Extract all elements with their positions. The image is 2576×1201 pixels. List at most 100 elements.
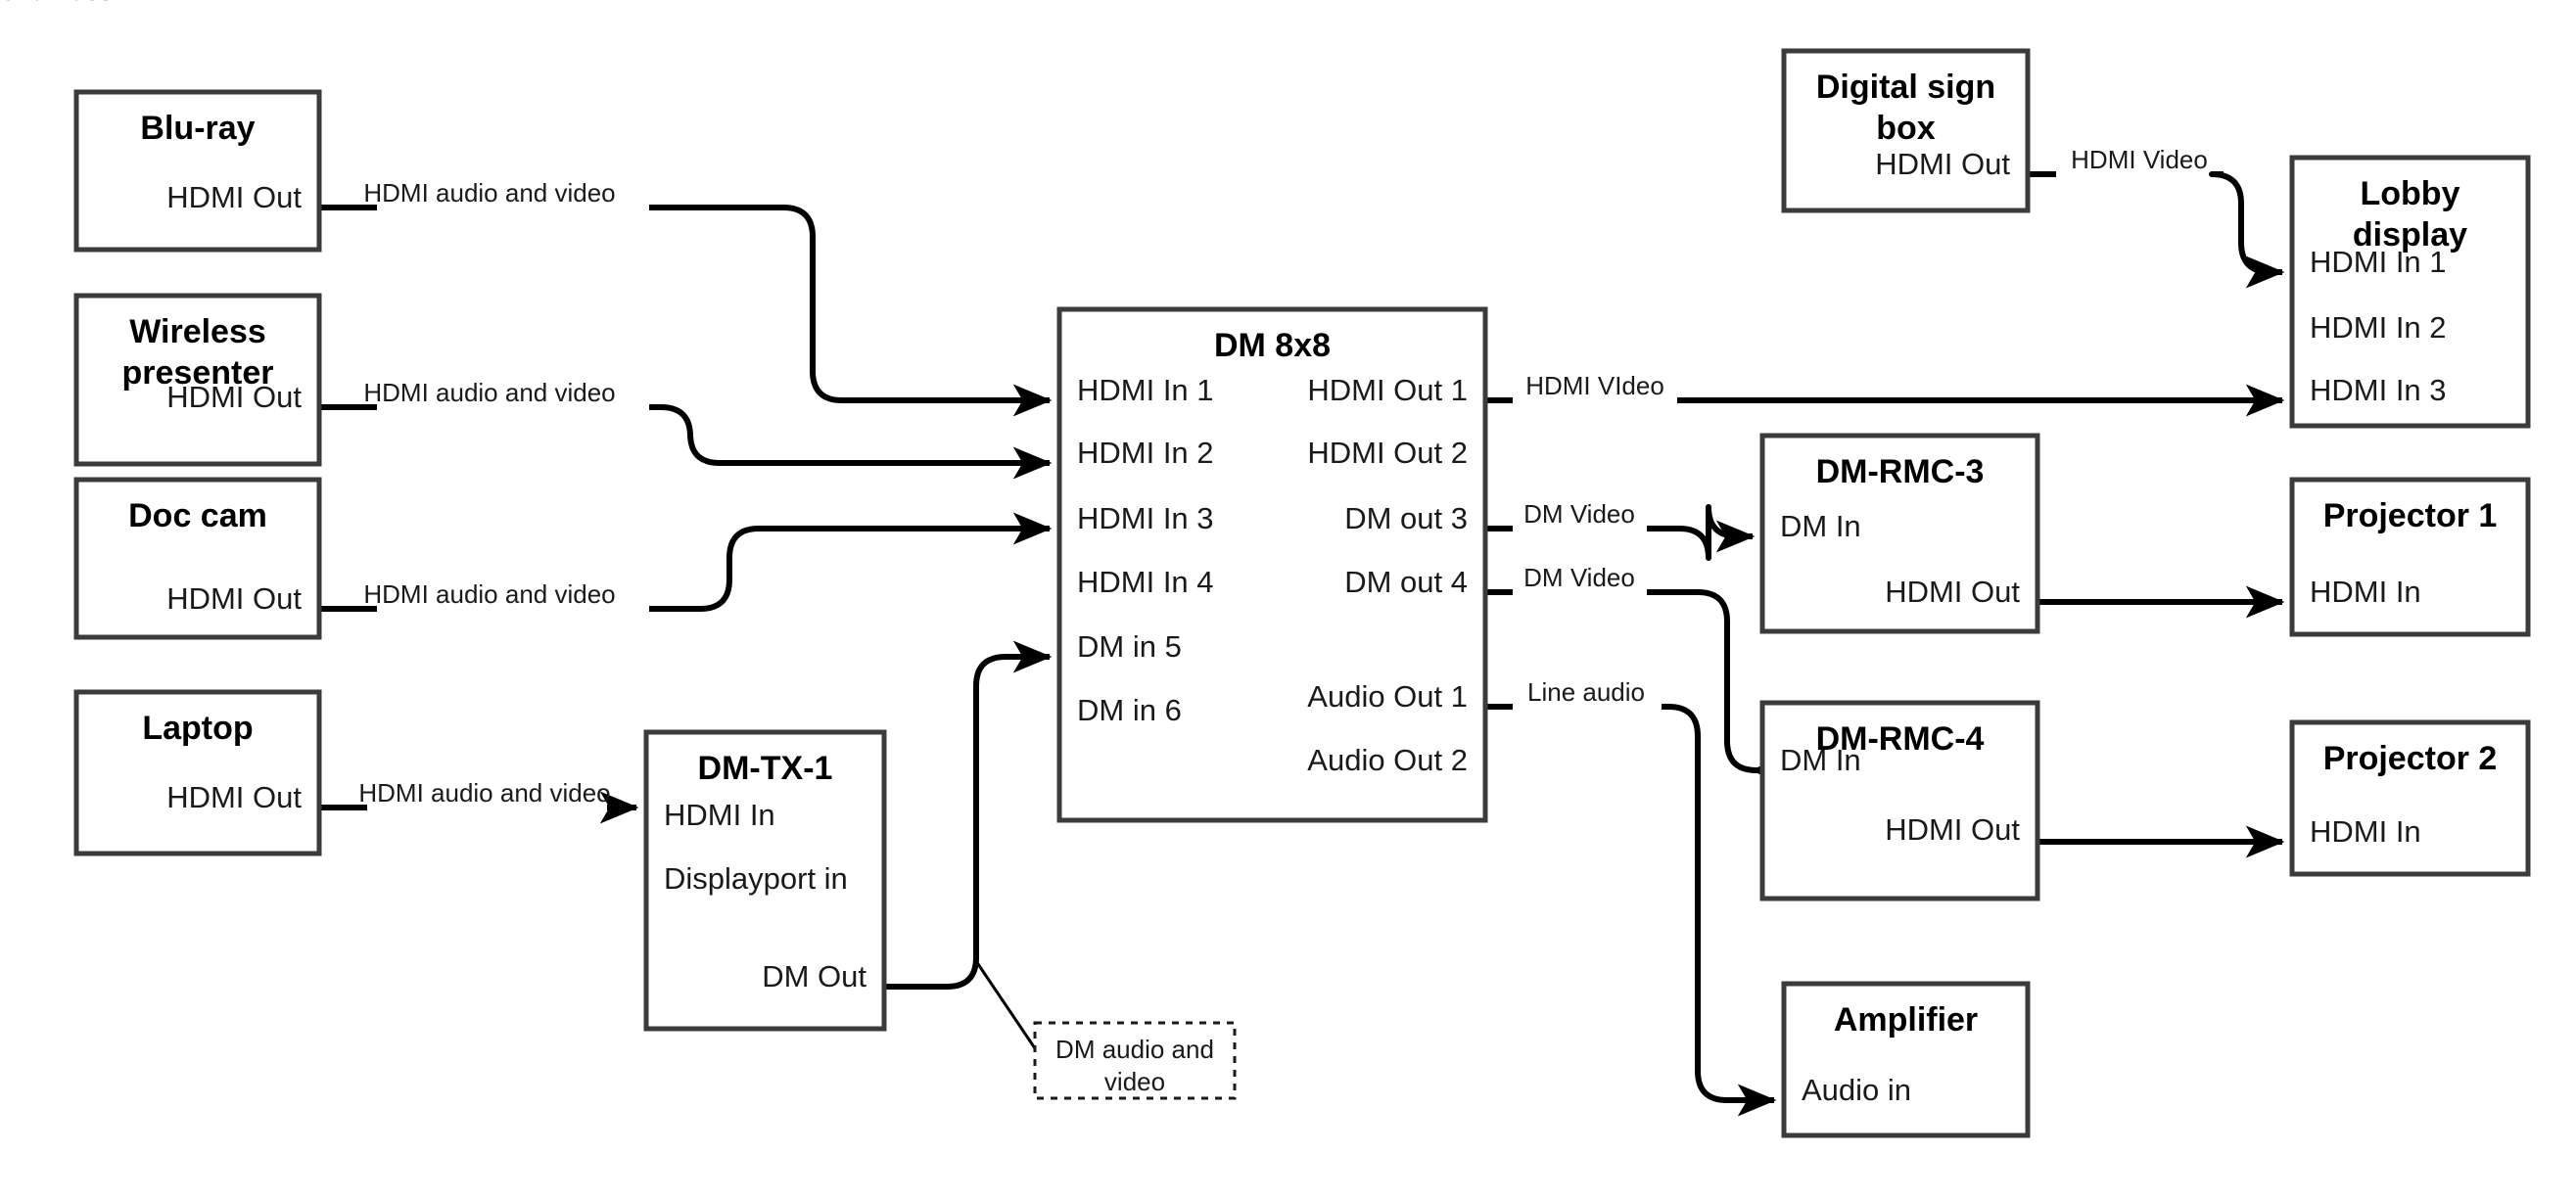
- port-label-dm-8x8-dm-in-5: DM in 5: [1077, 629, 1182, 664]
- device-projector-2[interactable]: Projector 2 HDMI In: [2289, 719, 2531, 877]
- port-label-dm-rmc-3-hdmi-out: HDMI Out: [1885, 575, 2020, 609]
- link-link-dm8x8-dmout3-to-dmrmc3: DM Video: [1485, 499, 1756, 561]
- link-line: [649, 205, 1053, 417]
- link-label: DM audio and video: [0, 0, 114, 6]
- link-link-doccam-to-dm8x8-hdmi-in-3: HDMI audio and video: [319, 512, 1053, 612]
- port-label-dm-tx-1-dm-out: DM Out: [762, 959, 866, 993]
- link-line: [1662, 704, 1777, 1117]
- port-label-dm-rmc-4-hdmi-out: HDMI Out: [1885, 812, 2020, 847]
- link-link-wireless-to-dm8x8-hdmi-in-2: HDMI audio and video: [319, 378, 1053, 480]
- callouts-layer: DM audio and video: [974, 960, 1237, 1100]
- port-label-dm-8x8-audio-out-1: Audio Out 1: [1307, 679, 1468, 714]
- port-label-projector-2-hdmi-in: HDMI In: [2310, 814, 2421, 849]
- link-link-dm8x8-dmout4-to-dmrmc4: DM Video: [1485, 563, 1790, 787]
- port-label-digital-sign-box-hdmi-out: HDMI Out: [1875, 147, 2010, 181]
- port-label-dm-8x8-dm-in-6: DM in 6: [1077, 693, 1182, 727]
- device-title: Amplifier: [1834, 1001, 1978, 1039]
- port-label-dm-8x8-audio-out-2: Audio Out 2: [1307, 743, 1468, 777]
- device-title: Blu-ray: [140, 110, 255, 147]
- device-box-outline: [1759, 700, 2040, 901]
- device-title: presenter: [122, 354, 274, 392]
- link-line: [884, 640, 1053, 990]
- device-box-outline: [73, 89, 322, 253]
- port-label-dm-8x8-hdmi-in-3: HDMI In 3: [1077, 501, 1214, 535]
- device-title: Laptop: [142, 710, 253, 747]
- port-label-dm-8x8-dm-out-3: DM out 3: [1344, 501, 1468, 535]
- link-label: HDMI audio and video: [363, 579, 615, 609]
- link-label: HDMI VIdeo: [1525, 371, 1664, 400]
- device-dm-rmc-4[interactable]: DM-RMC-4DM In HDMI Out: [1759, 700, 2040, 901]
- link-label: Line audio: [1527, 677, 1645, 707]
- callout-label: DM audio and: [1055, 1035, 1214, 1064]
- callout-box-outline: [1033, 1021, 1237, 1100]
- device-box-outline: [2289, 719, 2531, 877]
- device-box-outline: [73, 689, 322, 856]
- port-label-blu-ray-hdmi-out: HDMI Out: [166, 180, 302, 214]
- device-box-outline: [1759, 433, 2040, 634]
- port-label-doc-cam-hdmi-out: HDMI Out: [166, 581, 302, 616]
- device-title: DM-TX-1: [698, 750, 833, 787]
- link-label: HDMI audio and video: [358, 778, 610, 808]
- link-link-dmtx1-to-dm8x8-dm-in-5: DM audio and video: [0, 0, 1053, 990]
- link-label: HDMI audio and video: [363, 178, 615, 208]
- link-label: DM Video: [1523, 499, 1635, 529]
- device-title: Doc cam: [128, 497, 267, 534]
- port-label-dm-8x8-hdmi-in-1: HDMI In 1: [1077, 373, 1214, 407]
- device-box-outline: [73, 293, 322, 467]
- device-box-outline: [643, 729, 887, 1032]
- port-label-laptop-hdmi-out: HDMI Out: [166, 780, 302, 814]
- device-box-outline: [73, 477, 322, 640]
- port-label-dm-8x8-dm-out-4: DM out 4: [1344, 565, 1468, 599]
- port-label-dm-8x8-hdmi-out-1: HDMI Out 1: [1307, 373, 1468, 407]
- link-label: HDMI audio and video: [363, 378, 615, 407]
- device-box-outline: [1781, 48, 2031, 213]
- device-title: Projector 1: [2323, 497, 2498, 534]
- device-title: Projector 2: [2323, 740, 2498, 777]
- link-line: [1647, 589, 1790, 787]
- link-link-bluray-to-dm8x8-hdmi-in-1: HDMI audio and video: [319, 178, 1053, 417]
- port-label-lobby-display-hdmi-in-2: HDMI In 2: [2310, 310, 2447, 345]
- device-title: DM-RMC-4: [1816, 720, 1985, 758]
- device-title: DM 8x8: [1214, 327, 1331, 364]
- link-link-digitalsign-to-lobby-hdmi-in-1: HDMI Video: [2028, 145, 2285, 289]
- port-label-dm-rmc-4-dm-in: DM In: [1780, 743, 1861, 777]
- callout-label: video: [1104, 1067, 1165, 1096]
- device-projector-1[interactable]: Projector 1 HDMI In: [2289, 477, 2531, 637]
- port-label-dm-rmc-3-dm-in: DM In: [1780, 509, 1861, 543]
- port-label-dm-8x8-hdmi-in-4: HDMI In 4: [1077, 565, 1214, 599]
- port-label-dm-8x8-hdmi-out-2: HDMI Out 2: [1307, 436, 1468, 470]
- link-line: [649, 404, 1053, 480]
- device-box-outline: [1781, 981, 2031, 1138]
- callout-leader-line: [974, 960, 1037, 1049]
- port-label-lobby-display-hdmi-in-1: HDMI In 1: [2310, 245, 2447, 279]
- port-label-amplifier-audio-in: Audio in: [1802, 1073, 1911, 1107]
- device-title: Lobby: [2361, 175, 2460, 212]
- link-line: [649, 512, 1053, 612]
- link-line: [1647, 504, 1756, 561]
- device-title: DM-RMC-3: [1816, 453, 1985, 490]
- device-box-outline: [1056, 306, 1488, 823]
- callout-callout-dm-audio-video: DM audio and video: [974, 960, 1237, 1100]
- link-label: HDMI Video: [2071, 145, 2208, 174]
- device-title: Wireless: [129, 313, 266, 350]
- port-label-dm-tx-1-displayport-in: Displayport in: [664, 861, 848, 896]
- link-link-laptop-to-dmtx1-hdmi-in: HDMI audio and video: [319, 778, 639, 824]
- link-link-dm8x8-hdmiout1-to-lobby-hdmi-in-3: HDMI VIdeo: [1485, 371, 2285, 417]
- port-label-projector-1-hdmi-in: HDMI In: [2310, 575, 2421, 609]
- device-dm-rmc-3[interactable]: DM-RMC-3 DM In HDMI Out: [1759, 433, 2040, 634]
- port-label-dm-8x8-hdmi-in-2: HDMI In 2: [1077, 436, 1214, 470]
- port-label-lobby-display-hdmi-in-3: HDMI In 3: [2310, 373, 2447, 407]
- device-box-outline: [2289, 155, 2531, 429]
